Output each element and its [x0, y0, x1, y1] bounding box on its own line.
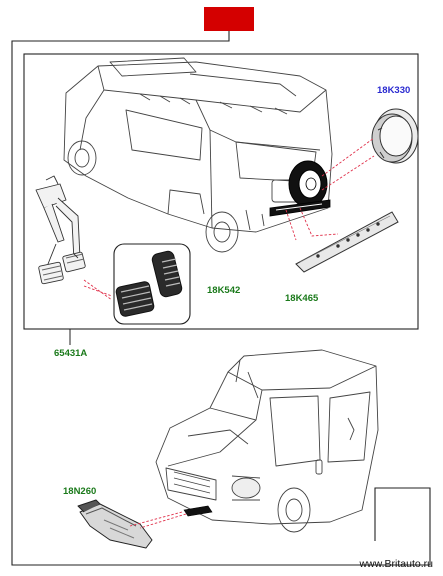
spare-wheel-highlight	[288, 160, 328, 208]
outer-frame	[11, 31, 431, 566]
sump-guard-part	[77, 499, 153, 549]
vehicle-rear-drawing	[63, 57, 333, 253]
footer-site: www.Britauto.ru	[359, 558, 433, 570]
label-bumper-protector: 18K465	[285, 293, 319, 304]
label-pedal-covers: 18K542	[207, 285, 241, 296]
pedal-covers-part	[115, 250, 183, 317]
label-pedal-assembly: 65431A	[54, 348, 88, 359]
header-tag	[204, 7, 254, 31]
inner-box	[23, 53, 419, 330]
spare-wheel-cover-part	[371, 108, 419, 164]
bumper-protector-part	[295, 211, 399, 273]
leader-lines	[83, 137, 375, 529]
label-sump-guard: 18N260	[63, 486, 97, 497]
vehicle-front-drawing	[155, 349, 379, 533]
pedal-assembly-drawing	[35, 175, 86, 285]
sump-guard-highlight	[183, 505, 213, 517]
label-spare-wheel-cover: 18K330	[377, 85, 411, 96]
pedal-covers-box	[113, 243, 191, 325]
